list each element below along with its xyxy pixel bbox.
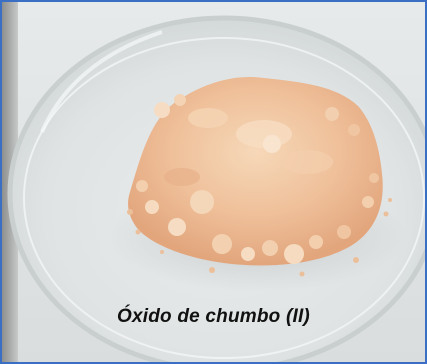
powder-mound [128, 76, 383, 266]
scattered-grains [127, 198, 392, 277]
image-caption: Óxido de chumbo (II) [117, 306, 310, 327]
